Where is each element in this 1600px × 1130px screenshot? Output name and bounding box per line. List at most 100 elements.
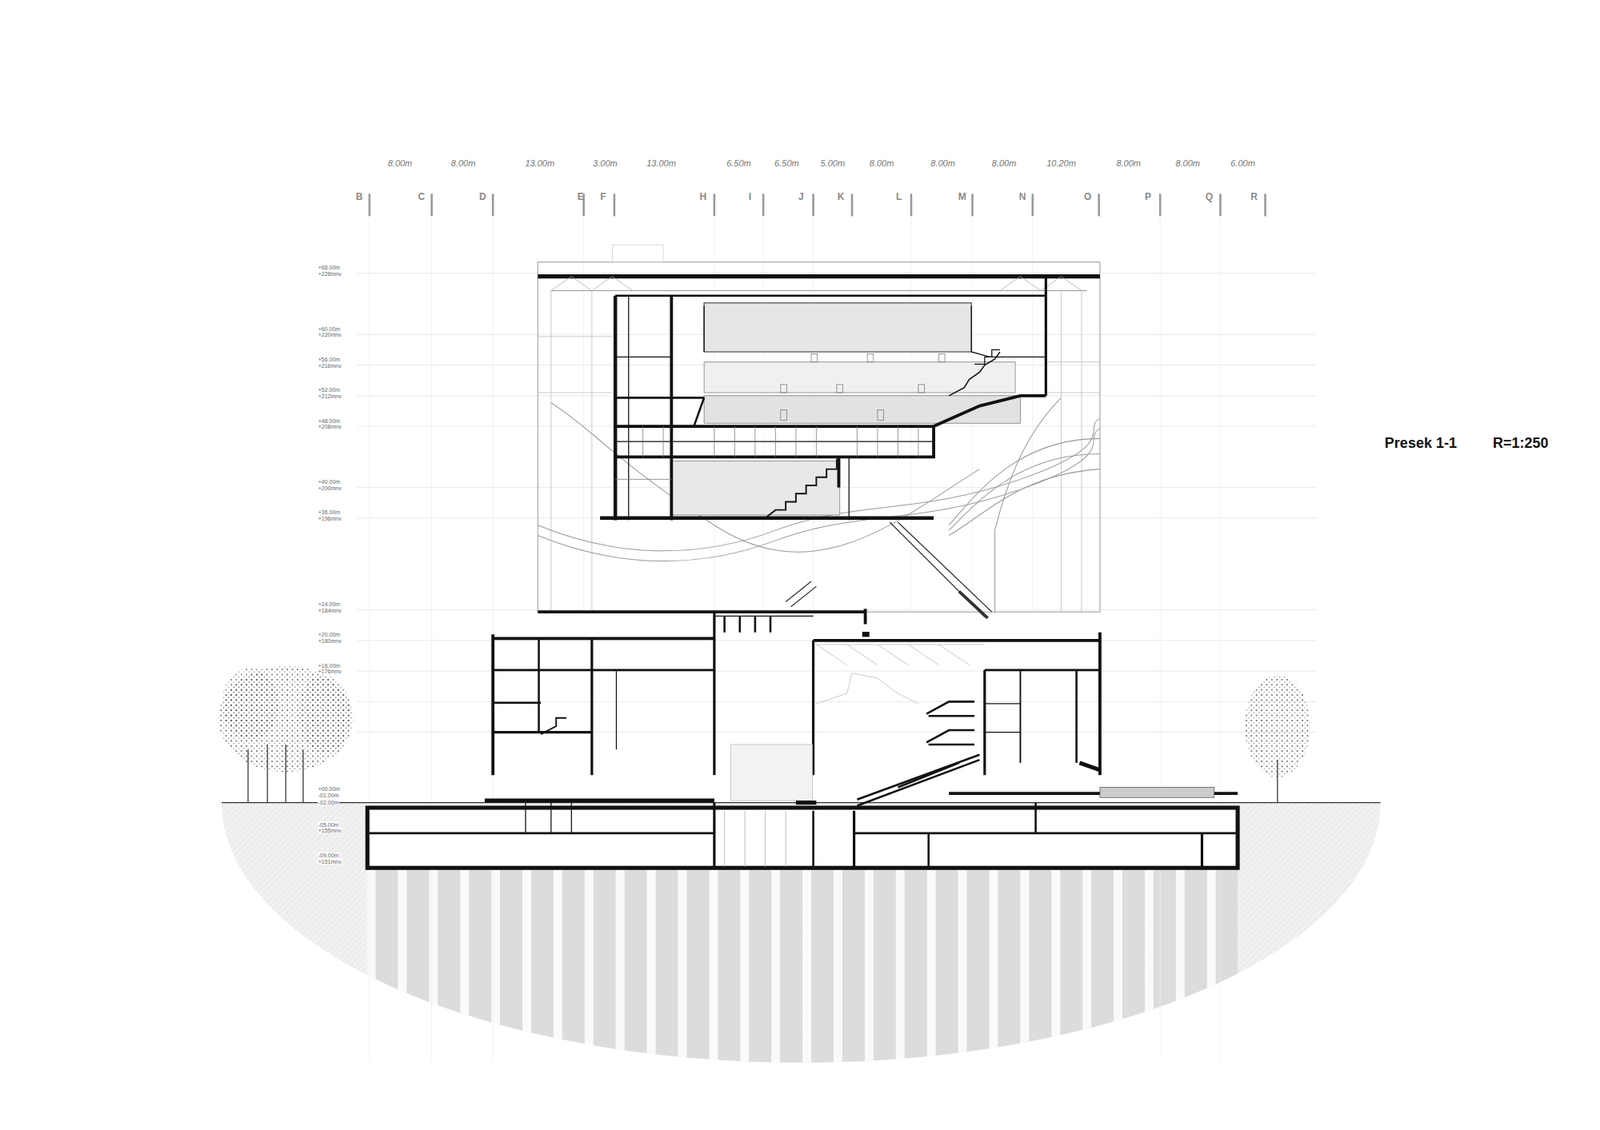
drawing-line — [974, 349, 1000, 364]
drawing-line — [367, 808, 1238, 868]
dimension-label: 5.00m — [820, 159, 846, 168]
level-elevation: +60.00m — [317, 325, 341, 332]
drawing-line — [734, 426, 736, 457]
drawing-line — [897, 763, 960, 788]
drawing-line — [1075, 670, 1078, 764]
level-elevation: +200mnv — [317, 484, 343, 491]
drawing-line — [590, 638, 593, 776]
level-elevation: +68.00m — [317, 264, 341, 271]
drawing-line — [248, 744, 304, 804]
grid-axis-letter: B — [356, 192, 364, 202]
grid-axis-letter: J — [798, 192, 804, 202]
grid-axis-letter: K — [837, 192, 845, 202]
drawing-line — [1080, 290, 1082, 612]
drawing-line — [357, 517, 1317, 519]
drawing-line — [889, 522, 992, 618]
dimension-label: 13.00m — [524, 159, 555, 168]
drawing-line — [926, 701, 975, 745]
drawing-line — [591, 290, 592, 612]
drawing-line — [959, 592, 988, 619]
drawing-line — [367, 793, 1238, 868]
scale-label: R=1:250 — [1492, 436, 1549, 451]
drawing-line — [537, 428, 1100, 562]
drawing-line — [724, 811, 725, 868]
level-elevation: +228mnv — [317, 270, 343, 276]
drawing-line — [1200, 833, 1204, 868]
dimension-label: 6.50m — [774, 159, 800, 168]
grid-axis-letter: L — [896, 192, 902, 202]
drawing-line — [1264, 193, 1267, 216]
drawing-line — [615, 354, 945, 480]
level-elevation: +196mnv — [317, 515, 343, 521]
dimension-label: 6.50m — [726, 159, 752, 168]
drawing-line — [267, 744, 269, 804]
level-elevation: +220mnv — [317, 332, 343, 338]
level-elevation: -09.00m — [317, 852, 340, 858]
drawing-line — [780, 384, 788, 393]
level-elevation: +36.00m — [317, 509, 341, 516]
drawing-line — [1276, 760, 1279, 804]
drawing-line — [537, 274, 1100, 279]
drawing-line — [431, 218, 432, 1061]
drawing-line — [537, 392, 612, 393]
drawing-line — [430, 193, 433, 216]
drawing-line — [221, 802, 1381, 804]
dimension-label: 3.00m — [592, 159, 618, 168]
drawing-line — [811, 354, 818, 363]
drawing-line — [762, 193, 765, 216]
drawing-line — [1160, 218, 1161, 1061]
drawing-line — [971, 193, 974, 216]
drawing-line — [551, 276, 1082, 292]
drawing-line — [713, 193, 716, 216]
grid-axis-letter: O — [1084, 192, 1092, 202]
drawing-line — [357, 701, 1317, 703]
drawing-line — [218, 666, 1311, 804]
drawing-line — [537, 638, 540, 732]
drawing-line — [671, 460, 840, 516]
grid-axis-letter: M — [958, 192, 967, 202]
drawing-line — [867, 354, 874, 363]
drawing-line — [1060, 290, 1062, 612]
drawing-line — [712, 803, 716, 869]
drawing-line — [754, 426, 756, 457]
drawing-line — [764, 811, 766, 868]
drawing-line — [537, 262, 1100, 612]
drawing-line — [492, 636, 715, 640]
drawing-line — [984, 669, 1100, 672]
drawing-line — [813, 639, 1100, 643]
drawing-line — [1031, 193, 1034, 216]
level-elevation: +00.00m — [317, 785, 341, 792]
drawing-line — [616, 670, 617, 750]
drawing-line — [600, 276, 1046, 521]
drawing-line — [571, 803, 572, 834]
drawing-line — [357, 671, 1317, 672]
drawing-line — [780, 410, 788, 421]
drawing-line — [785, 522, 992, 619]
drawing-line — [368, 193, 372, 216]
drawing-line — [1079, 763, 1100, 771]
drawing-line — [357, 609, 1317, 611]
grid-axis-letter: Q — [1205, 192, 1213, 202]
drawing-line — [848, 456, 850, 520]
drawing-line — [1098, 632, 1102, 776]
drawing-line — [910, 193, 913, 216]
drawing-line — [663, 426, 664, 457]
drawing-line — [302, 749, 304, 803]
drawing-line — [984, 732, 1021, 733]
dimension-label: 13.00m — [646, 159, 676, 168]
drawing-line — [995, 397, 1062, 612]
drawing-line — [298, 675, 352, 753]
level-elevation: +52.00m — [317, 387, 341, 393]
drawing-line — [369, 193, 1266, 216]
drawing-line — [948, 438, 1100, 525]
drawing-line — [713, 426, 715, 457]
level-elevation: +212mnv — [317, 392, 343, 399]
drawing-line — [984, 703, 1021, 704]
drawing-line — [284, 744, 287, 804]
drawing-line — [837, 456, 841, 488]
drawing-line — [856, 426, 858, 457]
drawing-line — [983, 670, 986, 776]
drawing-line — [712, 612, 716, 776]
drawing-line — [724, 811, 787, 868]
drawing-line — [854, 832, 1239, 836]
